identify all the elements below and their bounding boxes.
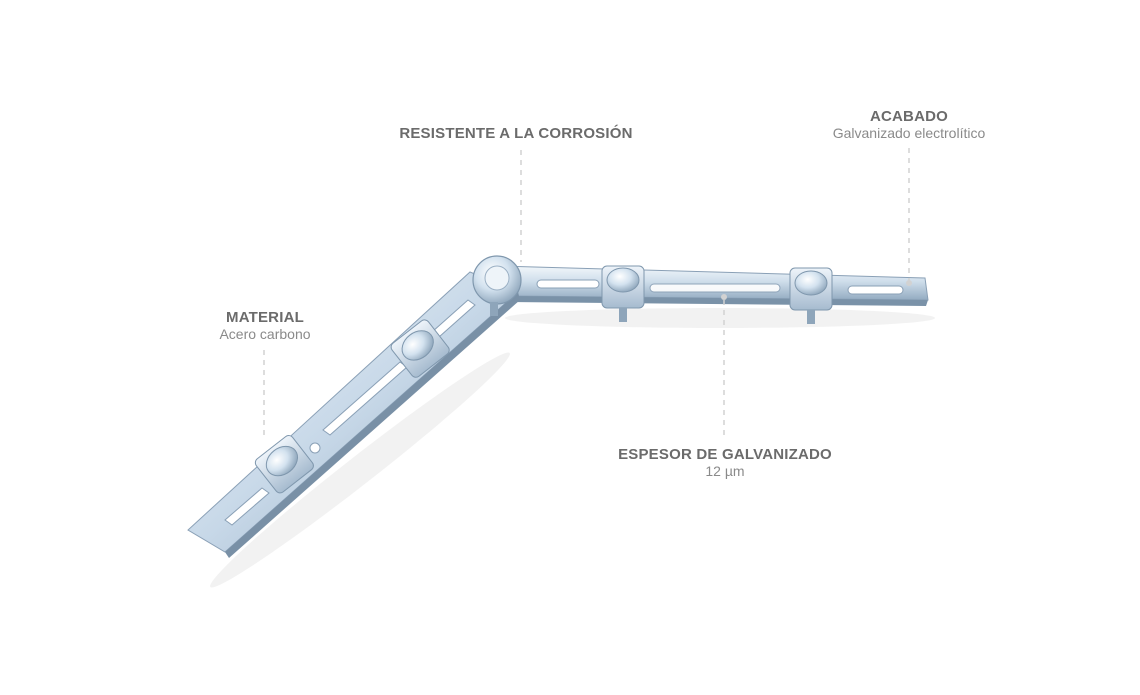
callout-thickness-title: ESPESOR DE GALVANIZADO [618, 446, 832, 463]
callout-finish: ACABADO Galvanizado electrolítico [815, 108, 1003, 142]
callout-finish-title: ACABADO [869, 108, 949, 125]
callout-material: MATERIAL Acero carbono [195, 309, 335, 343]
callout-material-title: MATERIAL [226, 309, 304, 326]
horizontal-bar [499, 265, 929, 306]
callout-finish-sub: Galvanizado electrolítico [832, 125, 986, 141]
callout-thickness: ESPESOR DE GALVANIZADO 12 µm [610, 446, 840, 480]
callout-corrosion: RESISTENTE A LA CORROSIÓN [396, 125, 636, 142]
leader-dot-finish [906, 280, 912, 286]
callout-material-sub: Acero carbono [219, 326, 311, 342]
bar-shadow [210, 352, 510, 588]
bracket-clip [254, 435, 314, 494]
bracket-clip [789, 267, 833, 324]
bar-shadow [505, 308, 935, 328]
callout-corrosion-title: RESISTENTE A LA CORROSIÓN [399, 125, 633, 142]
leader-dot-thickness [721, 294, 727, 300]
pivot-bolt [472, 255, 522, 316]
bracket-clip [390, 319, 450, 378]
bracket-clip [601, 265, 645, 322]
callout-thickness-sub: 12 µm [705, 463, 745, 479]
